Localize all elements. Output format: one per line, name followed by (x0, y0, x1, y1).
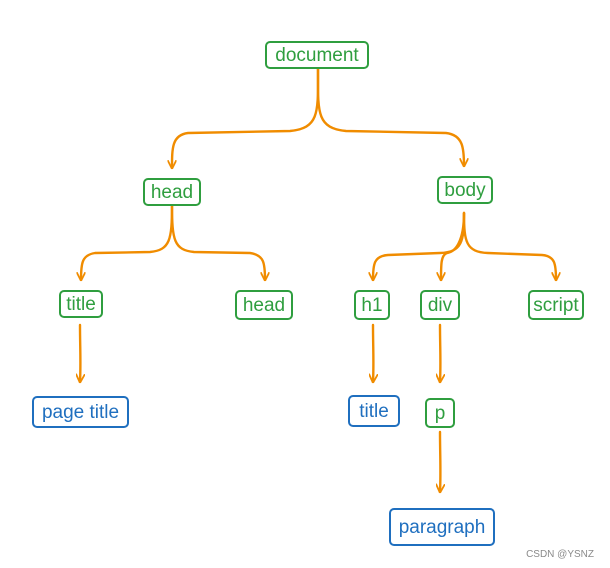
node-script: script (528, 290, 584, 320)
edge-document-head (172, 66, 320, 170)
node-h1-title: title (348, 395, 400, 427)
node-page-title: page title (32, 396, 129, 428)
node-title: title (59, 290, 103, 318)
edge-body-div (441, 211, 466, 282)
node-head: head (143, 178, 201, 206)
edge-body-h1 (373, 211, 466, 282)
node-head-2: head (235, 290, 293, 320)
node-h1: h1 (354, 290, 390, 320)
node-body: body (437, 176, 493, 204)
edge-head-head (170, 203, 265, 282)
edge-document-body (316, 66, 464, 168)
node-div: div (420, 290, 460, 320)
edge-head-title (81, 203, 174, 282)
edge-body-script (462, 211, 556, 282)
node-paragraph: paragraph (389, 508, 495, 546)
node-p: p (425, 398, 455, 428)
watermark: CSDN @YSNZ (526, 549, 594, 560)
node-document: document (265, 41, 369, 69)
